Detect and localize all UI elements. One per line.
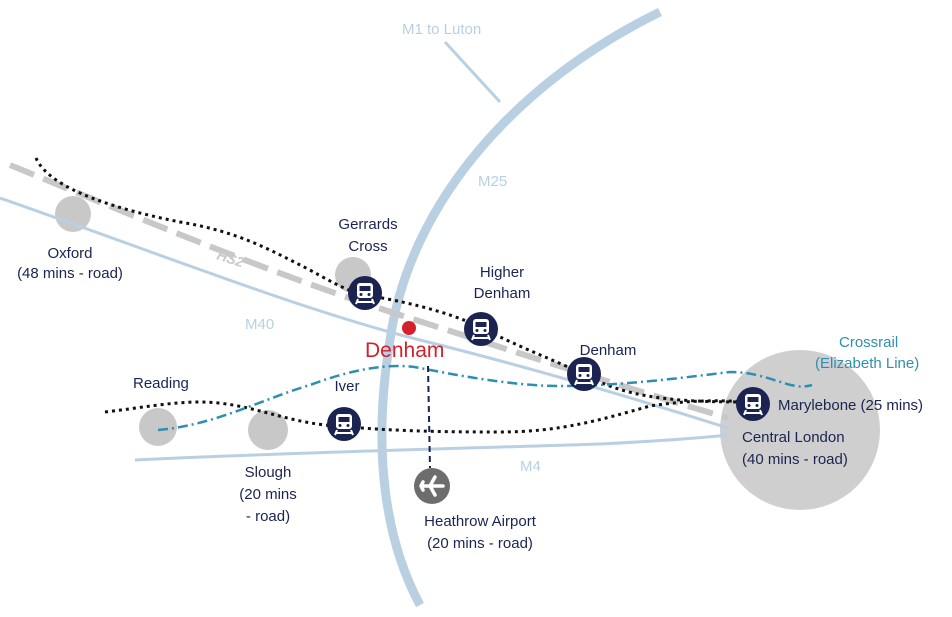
central-london-time: (40 mins - road)	[742, 451, 848, 468]
gerrards-cross-label: Gerrards	[338, 216, 397, 233]
marylebone-label: Marylebone (25 mins)	[778, 397, 923, 414]
slough-time-1: (20 mins	[239, 486, 297, 503]
heathrow-label: Heathrow Airport	[424, 513, 537, 530]
denham-location-dot	[402, 321, 416, 335]
central-london-label: Central London	[742, 429, 845, 446]
iver-train-icon	[326, 406, 362, 442]
heathrow-time: (20 mins - road)	[427, 535, 533, 552]
m1-road	[443, 40, 502, 104]
oxford-town-circle	[55, 196, 91, 232]
crossrail-line	[157, 364, 813, 432]
m1-label: M1 to Luton	[402, 21, 481, 38]
denham-label: Denham	[365, 339, 444, 362]
higher-denham-train-icon	[463, 311, 499, 347]
crossrail-label: Crossrail	[839, 334, 898, 351]
m4-label: M4	[520, 458, 541, 475]
reading-town-circle	[139, 408, 177, 446]
m25-label: M25	[478, 173, 507, 190]
denham-station-label: Denham	[580, 342, 637, 359]
marylebone-train-icon	[735, 386, 771, 422]
great-western-rail-line	[104, 399, 751, 434]
m40-label: M40	[245, 316, 274, 333]
slough-town-circle	[248, 410, 288, 450]
reading-label: Reading	[133, 375, 189, 392]
slough-time-2: - road)	[246, 508, 290, 525]
oxford-label: Oxford	[47, 245, 92, 262]
m40-road	[0, 196, 729, 430]
m4-road	[134, 433, 729, 462]
gerrards-cross-label-2: Cross	[348, 238, 387, 255]
higher-denham-label: Higher	[480, 264, 524, 281]
higher-denham-label-2: Denham	[474, 285, 531, 302]
crossrail-sub-label: (Elizabeth Line)	[815, 355, 919, 372]
hs2-line	[8, 162, 729, 421]
iver-label: Iver	[334, 378, 359, 395]
gerrards-cross-train-icon	[347, 275, 383, 311]
heathrow-connector	[427, 365, 431, 469]
oxford-time: (48 mins - road)	[17, 265, 123, 282]
airplane-icon	[414, 468, 450, 504]
chiltern-rail-line	[34, 157, 751, 404]
slough-label: Slough	[245, 464, 292, 481]
hs2-label: HS2	[215, 247, 246, 271]
denham-station-train-icon	[566, 356, 602, 392]
